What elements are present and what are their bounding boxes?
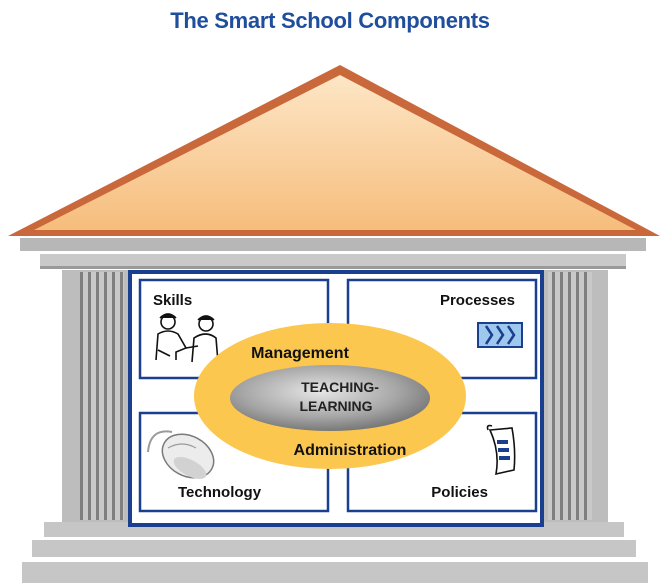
- technology-label: Technology: [178, 484, 262, 501]
- core-label-line1: TEACHING-: [301, 379, 379, 395]
- document-scroll-icon: [486, 424, 516, 476]
- base-steps: [22, 522, 648, 583]
- policies-label: Policies: [431, 484, 488, 501]
- administration-label: Administration: [294, 442, 407, 459]
- roof: [8, 65, 660, 236]
- left-column: [62, 270, 130, 522]
- process-chevrons-icon: [477, 322, 523, 348]
- entablature: [20, 238, 646, 269]
- skills-label: Skills: [153, 292, 192, 309]
- computer-mouse-icon: [147, 430, 215, 480]
- right-column: [540, 270, 608, 522]
- teaching-learning-core: [230, 365, 430, 431]
- management-label: Management: [251, 345, 349, 362]
- people-icon: [155, 313, 219, 363]
- processes-label: Processes: [440, 292, 515, 309]
- diagram-title: The Smart School Components: [170, 8, 490, 33]
- core-label-line2: LEARNING: [299, 398, 372, 414]
